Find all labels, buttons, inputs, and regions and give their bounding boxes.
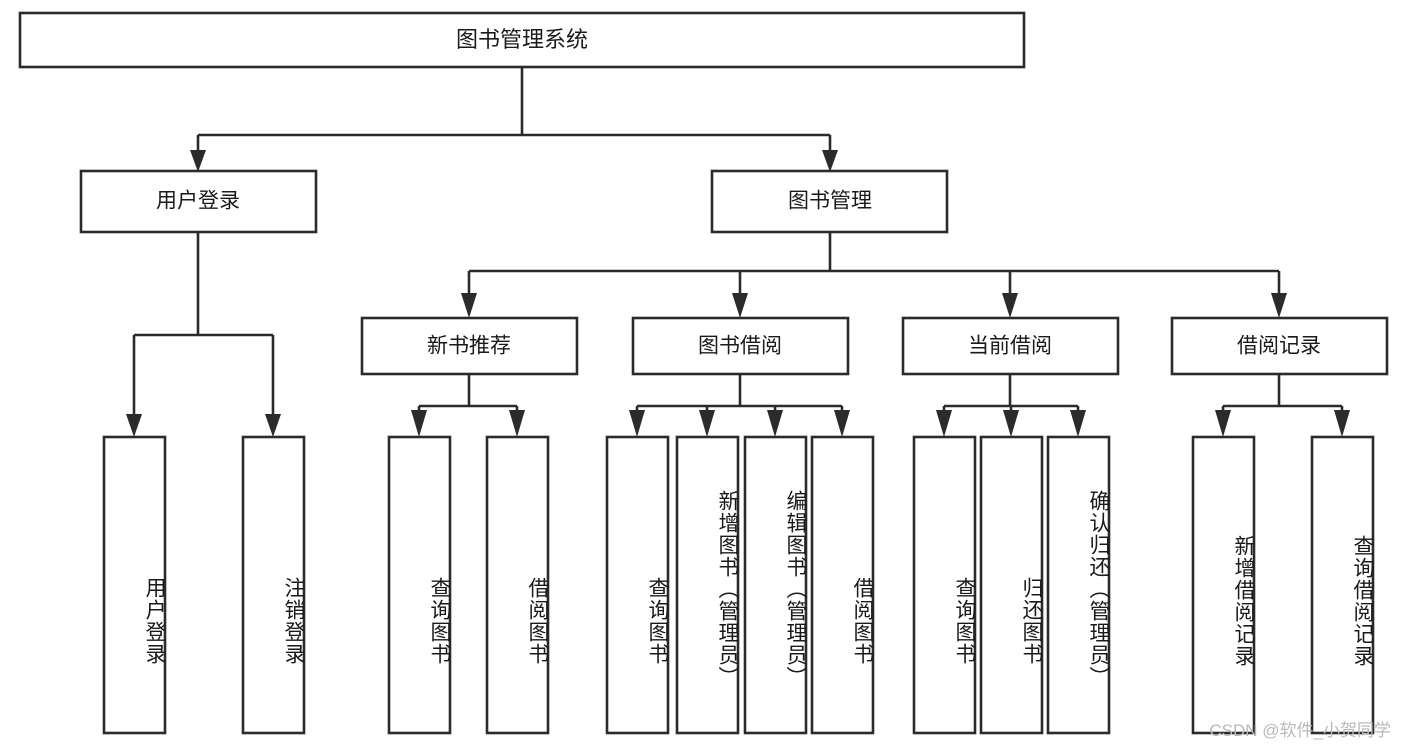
node-leaf-logout-box[interactable] bbox=[241, 435, 306, 735]
connector-group bbox=[126, 67, 1350, 437]
node-leaf-edit-book-box[interactable] bbox=[743, 435, 808, 735]
node-book-borrow-label: 图书借阅 bbox=[698, 335, 782, 358]
arrow-head-icon bbox=[699, 410, 715, 437]
node-leaf-query-record-box[interactable] bbox=[1310, 435, 1375, 735]
node-user-login-label: 用户登录 bbox=[156, 190, 240, 213]
arrow-head-icon bbox=[834, 410, 850, 437]
node-current-borrow[interactable]: 当前借阅 bbox=[901, 316, 1120, 376]
node-leaf-borrow-book-1-box[interactable] bbox=[485, 435, 550, 735]
watermark-text: CSDN @软件_小贺同学 bbox=[1209, 721, 1391, 740]
arrow-head-icon bbox=[126, 414, 142, 437]
arrow-head-icon bbox=[509, 410, 525, 437]
arrow-head-icon bbox=[767, 410, 783, 437]
arrow-head-icon bbox=[190, 150, 206, 172]
node-leaf-add-record-box[interactable] bbox=[1191, 435, 1256, 735]
node-leaf-borrow-book-2-box[interactable] bbox=[810, 435, 875, 735]
node-book-borrow[interactable]: 图书借阅 bbox=[631, 316, 850, 376]
node-root-box[interactable] bbox=[18, 11, 1026, 69]
node-leaf-user-login-box[interactable] bbox=[102, 435, 167, 735]
node-book-borrow-box[interactable] bbox=[631, 316, 850, 376]
arrow-head-icon bbox=[732, 293, 748, 318]
arrow-head-icon bbox=[629, 410, 645, 437]
arrow-head-icon bbox=[1070, 410, 1086, 437]
arrow-head-icon bbox=[1215, 410, 1231, 437]
node-borrow-record-label: 借阅记录 bbox=[1237, 335, 1321, 358]
node-new-book-recommend-box[interactable] bbox=[360, 316, 579, 376]
node-leaf-return-book-box[interactable] bbox=[979, 435, 1044, 735]
arrow-head-icon bbox=[1003, 410, 1019, 437]
node-book-manage-box[interactable] bbox=[710, 169, 949, 234]
arrow-head-icon bbox=[822, 150, 838, 172]
node-leaf-confirm-return-box[interactable] bbox=[1046, 435, 1111, 735]
arrow-head-icon bbox=[411, 410, 427, 437]
arrow-head-icon bbox=[936, 410, 952, 437]
leaf-box-group bbox=[102, 435, 1375, 735]
arrow-head-icon bbox=[265, 414, 281, 437]
node-leaf-add-book-box[interactable] bbox=[675, 435, 740, 735]
arrow-head-icon bbox=[1271, 293, 1287, 318]
node-leaf-query-book-2-box[interactable] bbox=[605, 435, 670, 735]
node-borrow-record[interactable]: 借阅记录 bbox=[1170, 316, 1389, 376]
node-new-book-recommend[interactable]: 新书推荐 bbox=[360, 316, 579, 376]
node-new-book-recommend-label: 新书推荐 bbox=[427, 335, 511, 358]
node-leaf-query-book-3-box[interactable] bbox=[912, 435, 977, 735]
node-root[interactable]: 图书管理系统 bbox=[18, 11, 1026, 69]
node-user-login-box[interactable] bbox=[79, 169, 318, 234]
node-leaf-query-book-1-box[interactable] bbox=[387, 435, 452, 735]
node-user-login[interactable]: 用户登录 bbox=[79, 169, 318, 234]
arrow-head-icon bbox=[461, 293, 477, 318]
node-current-borrow-label: 当前借阅 bbox=[968, 335, 1052, 358]
node-root-label: 图书管理系统 bbox=[456, 27, 588, 52]
arrow-head-icon bbox=[1002, 293, 1018, 318]
node-current-borrow-box[interactable] bbox=[901, 316, 1120, 376]
arrow-head-icon bbox=[1334, 410, 1350, 437]
node-book-manage-label: 图书管理 bbox=[788, 190, 872, 213]
node-book-manage[interactable]: 图书管理 bbox=[710, 169, 949, 234]
node-borrow-record-box[interactable] bbox=[1170, 316, 1389, 376]
